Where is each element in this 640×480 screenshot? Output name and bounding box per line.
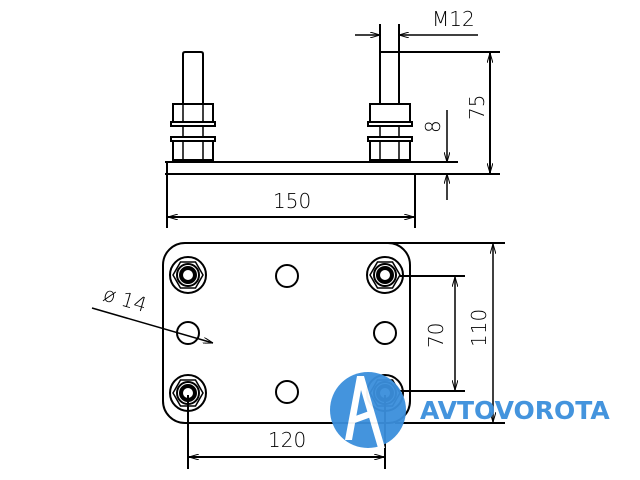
dim-hole-diameter: ø 14 [101, 282, 150, 317]
right-bolt [367, 24, 500, 161]
dim-thread: M12 [432, 7, 475, 31]
dim-inner-spacing: 70 [424, 323, 448, 348]
logo-text: AVTOVOROTA [420, 396, 610, 425]
dim-thickness: 8 [421, 120, 445, 133]
dim-height: 75 [465, 95, 489, 120]
dim-width: 110 [467, 309, 491, 347]
left-bolt [170, 51, 216, 161]
avtovorota-logo: AVTOVOROTA [330, 372, 610, 448]
holes [176, 264, 397, 404]
dim-length: 150 [273, 189, 311, 213]
side-view: M12 75 8 150 [165, 7, 500, 228]
dim-bolt-spacing: 120 [268, 428, 306, 452]
top-view: ø 14 70 110 120 [91, 242, 505, 469]
